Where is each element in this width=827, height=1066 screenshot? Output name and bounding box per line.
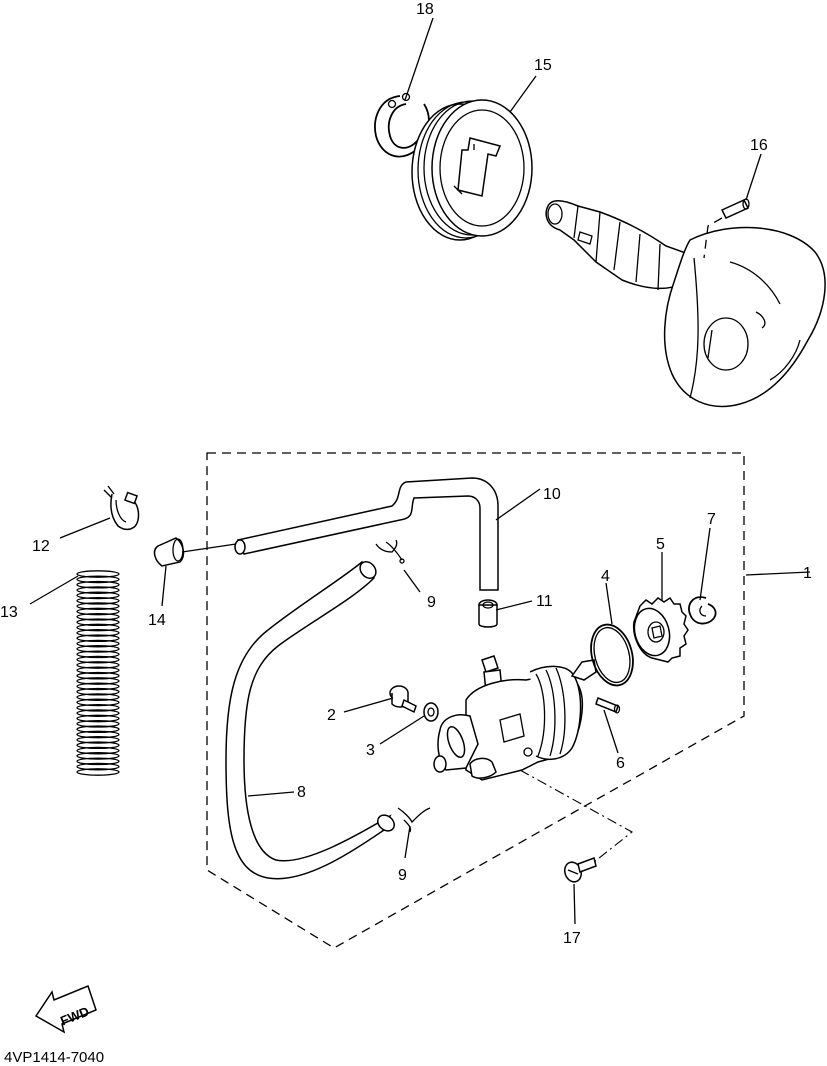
spring-coil	[76, 602, 120, 610]
leader-lines	[29, 17, 811, 925]
spring-coil	[76, 618, 120, 627]
spring-coil	[76, 591, 120, 600]
spring-coil	[76, 730, 120, 739]
forward-arrow-icon: FWD	[34, 985, 97, 1034]
spring-coil	[76, 762, 120, 771]
callout-11: 11	[536, 593, 553, 610]
spring-coil	[76, 634, 120, 643]
bolt-part-2	[389, 685, 417, 714]
protector-spring-part-13	[76, 570, 120, 776]
spring-coil	[76, 666, 120, 675]
callout-3: 3	[366, 742, 375, 759]
callout-12: 12	[32, 538, 50, 555]
spring-coil	[76, 596, 120, 605]
spring-coil	[76, 687, 120, 696]
spring-coil	[76, 752, 120, 760]
callout-15: 17	[563, 930, 581, 947]
spring-coil	[76, 677, 120, 685]
drawing-code: 4VP1414-7040	[4, 1049, 104, 1066]
callout-1: 1	[803, 565, 812, 582]
o-ring-part-4	[590, 623, 634, 687]
hose-clip-part-9-lower	[397, 807, 431, 833]
callout-4: 4	[601, 568, 610, 585]
spring-coil	[76, 650, 120, 659]
spring-coil	[76, 768, 120, 776]
callout-6: 6	[616, 755, 625, 772]
pulley-part-16	[411, 99, 533, 241]
oil-hose-part-10	[234, 477, 499, 591]
hose-clamp-part-12	[103, 485, 140, 531]
spring-coil	[76, 655, 120, 664]
spring-coil	[76, 725, 120, 734]
callout-13: 13	[0, 604, 18, 621]
callout-14: 14	[148, 612, 166, 629]
spring-coil	[76, 575, 120, 584]
spring-coil	[76, 629, 120, 637]
spring-coil	[76, 714, 120, 723]
oil-pump-body	[433, 655, 597, 781]
pin-part-6	[595, 697, 621, 714]
pump-gear-part-5	[632, 596, 689, 663]
spring-coil	[76, 639, 120, 648]
spring-coil	[76, 661, 120, 669]
spring-coil	[76, 580, 120, 589]
spring-coil	[76, 698, 120, 707]
assembly-boundary	[206, 452, 745, 949]
hose-joint-part-11	[478, 599, 498, 628]
callout-2: 2	[327, 707, 336, 724]
spring-coil	[76, 709, 120, 717]
crankshaft-housing	[545, 200, 826, 408]
spring-coil	[76, 570, 120, 578]
collar-part-14	[153, 537, 185, 567]
callout-8: 8	[297, 784, 306, 801]
callout-17: 16	[750, 137, 768, 154]
spring-coil	[76, 623, 120, 632]
callout-10: 10	[543, 486, 561, 503]
callout-16: 15	[534, 57, 552, 74]
washer-part-3	[423, 702, 439, 722]
spring-coil	[76, 693, 120, 701]
spring-coil	[76, 645, 120, 653]
screw-part-15	[563, 857, 597, 883]
callout-9-upper: 9	[427, 594, 436, 611]
screw-alignment-line	[519, 769, 633, 863]
callout-9-lower: 9	[398, 867, 407, 884]
spring-coil	[76, 736, 120, 744]
spring-coil	[76, 586, 120, 594]
callout-7: 7	[707, 511, 716, 528]
spring-coil	[76, 671, 120, 680]
spring-coil	[76, 757, 120, 766]
spring-coil	[76, 612, 120, 621]
spring-coil	[76, 607, 120, 616]
spring-coil	[76, 741, 120, 750]
callout-18: 18	[416, 1, 434, 18]
circlip-part-7	[688, 596, 717, 625]
hose-clip-part-9-upper	[375, 539, 405, 564]
spring-coil	[76, 719, 120, 728]
spring-coil	[76, 682, 120, 691]
oil-hose-part-8	[225, 560, 395, 880]
spring-coil	[76, 746, 120, 755]
spring-coil	[76, 703, 120, 712]
callout-5: 5	[656, 536, 665, 553]
